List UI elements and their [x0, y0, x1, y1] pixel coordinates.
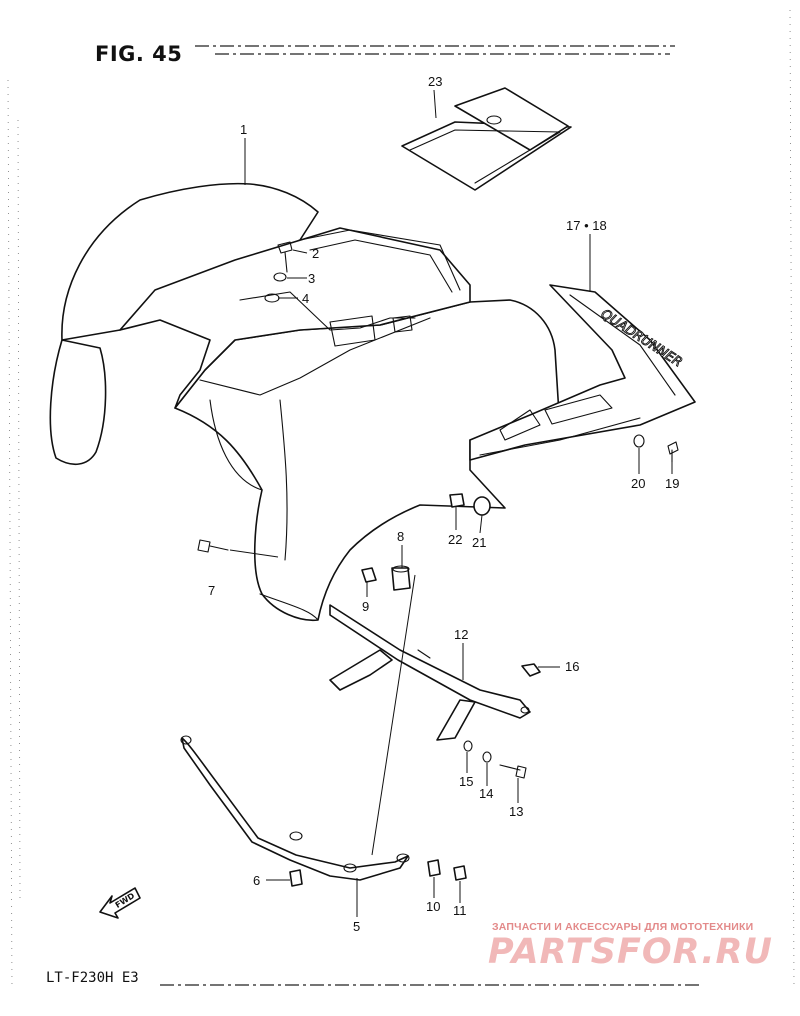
callout-4: 4	[302, 291, 309, 306]
forward-direction-indicator: FWD	[99, 887, 141, 919]
rear-fender-part-1	[49, 182, 561, 622]
callout-20: 20	[631, 476, 645, 491]
rear-brace-part-12	[329, 604, 531, 741]
callout-3: 3	[308, 271, 315, 286]
washer-part-3	[273, 272, 287, 282]
model-code: LT-F230H E3	[46, 970, 139, 986]
callout-22: 22	[448, 532, 462, 547]
callout-11: 11	[453, 903, 467, 918]
callout-8: 8	[397, 529, 404, 544]
callout-2: 2	[312, 246, 319, 261]
callout-17-18: 17 • 18	[566, 218, 607, 233]
bolt-part-2	[277, 241, 293, 273]
nut-part-22	[449, 493, 465, 508]
header-rule	[195, 45, 675, 55]
bolt-part-6	[289, 869, 303, 887]
callout-labels: 1 2 3 4 5 6 7 8 9 10 11 12 13 14 15 16 1…	[208, 74, 679, 934]
callout-6: 6	[253, 873, 260, 888]
callout-7: 7	[208, 583, 215, 598]
nut-part-11	[453, 865, 467, 881]
washer-part-14	[482, 751, 492, 763]
watermark-brand: PARTSFOR.RU	[488, 932, 773, 972]
nut-part-10	[427, 859, 441, 877]
lower-stay-part-5	[180, 574, 416, 881]
callout-16: 16	[565, 659, 579, 674]
callout-5: 5	[353, 919, 360, 934]
callout-1: 1	[240, 122, 247, 137]
bolt-part-7	[197, 539, 229, 553]
figure-title: FIG. 45	[95, 42, 183, 66]
callout-10: 10	[426, 899, 440, 914]
watermark-tagline: ЗАПЧАСТИ И АКСЕССУАРЫ ДЛЯ МОТОТЕХНИКИ	[492, 921, 754, 933]
callout-12: 12	[454, 627, 468, 642]
cushion-part-16	[521, 663, 541, 677]
washer-part-20	[633, 434, 645, 448]
callout-13: 13	[509, 804, 523, 819]
spacer-part-9	[361, 567, 377, 583]
callout-23: 23	[428, 74, 442, 89]
leader-lines	[229, 89, 673, 917]
callout-9: 9	[362, 599, 369, 614]
bolt-part-13	[499, 764, 527, 779]
washer-part-15	[463, 740, 473, 752]
collar-part-8	[391, 565, 411, 591]
seat-pad-part-23	[401, 87, 572, 191]
callout-15: 15	[459, 774, 473, 789]
scan-edge-specks	[7, 9, 795, 991]
screw-part-19	[667, 441, 679, 463]
grommet-part-21	[473, 496, 491, 516]
callout-19: 19	[665, 476, 679, 491]
callout-14: 14	[479, 786, 493, 801]
callout-21: 21	[472, 535, 486, 550]
